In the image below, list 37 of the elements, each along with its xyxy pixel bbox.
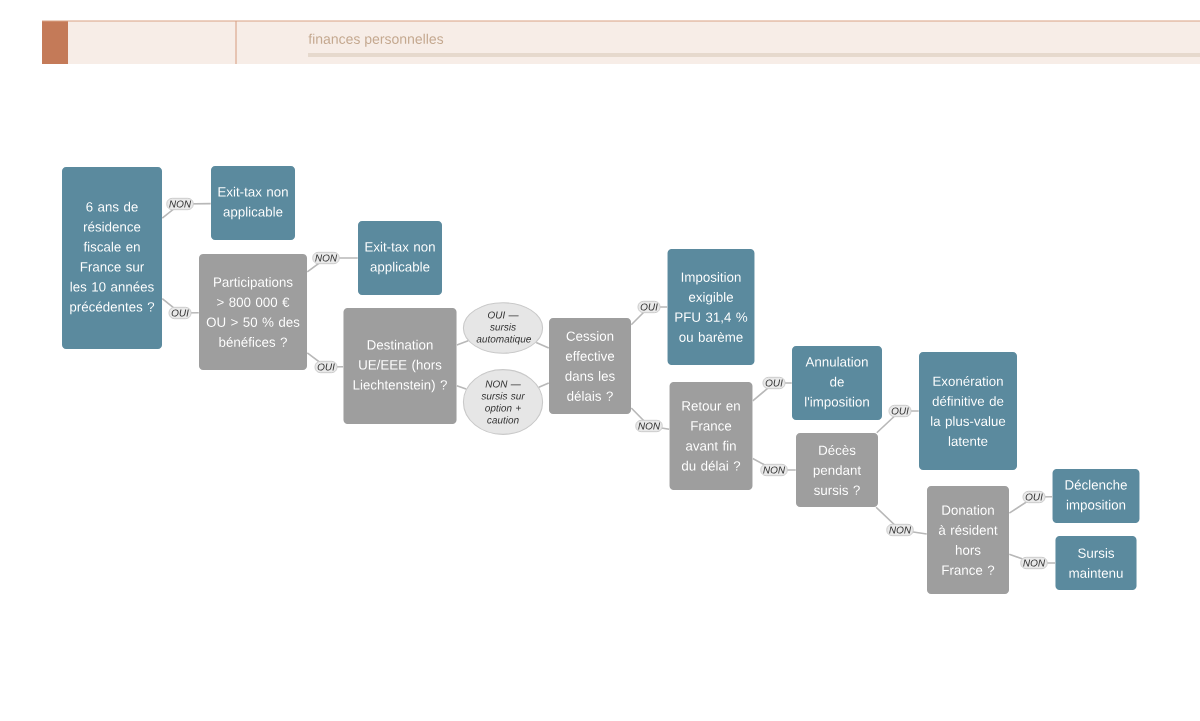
question-box: Décès pendant sursis ? xyxy=(796,433,878,507)
edge-label: OUI xyxy=(888,404,912,418)
result-box: Déclenche imposition xyxy=(1052,469,1140,523)
edge-label: NON xyxy=(760,463,788,477)
connector-line xyxy=(630,306,669,326)
edge-label: OUI xyxy=(168,306,192,320)
result-box: 6 ans de résidence fiscale en France sur les 10 années précédentes ? xyxy=(62,167,162,349)
edge-label: OUI xyxy=(637,300,661,314)
connector-line xyxy=(456,340,469,346)
edge-label: NON xyxy=(166,197,194,211)
edge-label: OUI xyxy=(1022,490,1046,504)
connector-line xyxy=(456,385,467,390)
connector-line xyxy=(751,382,793,402)
connector-line xyxy=(538,382,550,388)
question-box: Participations > 800 000 € OU > 50 % des bénéfices ? xyxy=(199,254,307,370)
question-box: Destination UE/EEE (hors Liechtenstein) ? xyxy=(343,308,457,424)
edge-label: NON xyxy=(635,419,663,433)
result-box: Exit-tax non applicable xyxy=(358,221,442,295)
branch-oval: OUI — sursis automatique xyxy=(462,302,544,354)
connector-line xyxy=(535,341,550,349)
edge-label: NON xyxy=(886,523,914,537)
branch-oval: NON — sursis sur option + caution xyxy=(462,369,544,435)
edge-label: OUI xyxy=(314,360,338,374)
edge-label: NON xyxy=(312,251,340,265)
result-box: Exonération définitive de la plus-value latente xyxy=(919,352,1017,470)
edge-label: OUI xyxy=(762,376,786,390)
result-box: Exit-tax non applicable xyxy=(211,166,295,240)
edge-label: NON xyxy=(1020,556,1048,570)
question-box: Cession effective dans les délais ? xyxy=(549,318,631,414)
question-box: Donation à résident hors France ? xyxy=(927,486,1009,594)
result-box: Annulation de l'imposition xyxy=(792,346,882,420)
tagline: finances personnelles xyxy=(308,33,444,47)
result-box: Imposition exigible PFU 31,4 % ou barème xyxy=(667,249,755,365)
question-box: Retour en France avant fin du délai ? xyxy=(669,382,753,490)
connector-line xyxy=(876,410,920,434)
connector-line xyxy=(161,297,200,314)
result-box: Sursis maintenu xyxy=(1055,536,1137,590)
